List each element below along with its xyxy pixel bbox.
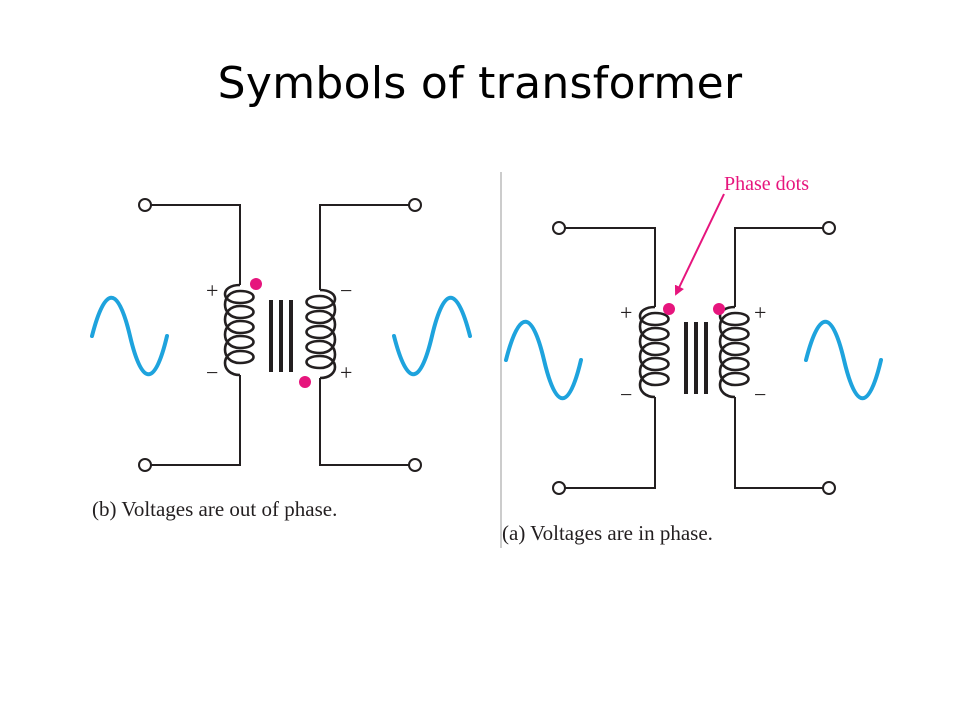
panel-a-terminal-top-right <box>822 221 836 235</box>
panel-a-phase-dot-secondary <box>713 303 725 315</box>
panel-b-primary-top-wire <box>151 204 241 285</box>
panel-a-caption: (a) Voltages are in phase. <box>502 521 713 545</box>
panel-b-terminal-bottom-right <box>408 458 422 472</box>
panel-b-secondary-coil <box>305 288 337 380</box>
panel-b-terminal-bottom-left <box>138 458 152 472</box>
panel-a-primary-sine-wave <box>504 320 583 400</box>
panel-b-secondary-top-wire <box>319 204 409 290</box>
panel-a-secondary-bottom-sign: − <box>754 382 766 407</box>
panel-a-secondary-top-sign: + <box>754 300 766 325</box>
panel-b-primary-bottom-sign: − <box>206 360 218 385</box>
panel-a-in-phase: + − + − Phase dots (a) Voltages are in p… <box>502 173 883 545</box>
panel-a-terminal-bottom-left <box>552 481 566 495</box>
panel-b-phase-dot-primary <box>250 278 262 290</box>
panel-b-primary-top-sign: + <box>206 278 218 303</box>
panel-a-secondary-top-wire <box>734 227 823 307</box>
panel-a-primary-coil <box>638 305 670 399</box>
panel-b-terminal-top-left <box>138 198 152 212</box>
panel-b-primary-coil <box>223 283 255 377</box>
phase-dots-arrow <box>674 193 725 296</box>
panel-a-primary-bottom-sign: − <box>620 382 632 407</box>
panel-b-secondary-bottom-wire <box>319 378 409 466</box>
page-title: Symbols of transformer <box>217 58 743 109</box>
panel-b-out-of-phase: + − − + (b) Voltages are out of phase. <box>90 198 472 521</box>
panel-b-phase-dot-secondary <box>299 376 311 388</box>
panel-a-terminal-top-left <box>552 221 566 235</box>
panel-a-primary-top-wire <box>565 227 656 307</box>
panel-b-terminal-top-right <box>408 198 422 212</box>
panel-b-primary-bottom-wire <box>151 375 241 466</box>
panel-a-phase-dot-primary <box>663 303 675 315</box>
panel-b-primary-sine-wave <box>90 296 169 376</box>
panel-a-secondary-bottom-wire <box>734 397 823 489</box>
panel-a-primary-top-sign: + <box>620 300 632 325</box>
phase-dots-label: Phase dots <box>724 173 809 195</box>
panel-b-caption: (b) Voltages are out of phase. <box>92 497 337 521</box>
panel-a-primary-bottom-wire <box>565 397 656 489</box>
panel-a-terminal-bottom-right <box>822 481 836 495</box>
panel-b-secondary-bottom-sign: + <box>340 360 352 385</box>
panel-a-secondary-coil <box>718 305 750 399</box>
panel-b-secondary-top-sign: − <box>340 278 352 303</box>
panel-a-secondary-sine-wave <box>804 320 883 400</box>
panel-b-secondary-sine-wave <box>392 296 472 376</box>
